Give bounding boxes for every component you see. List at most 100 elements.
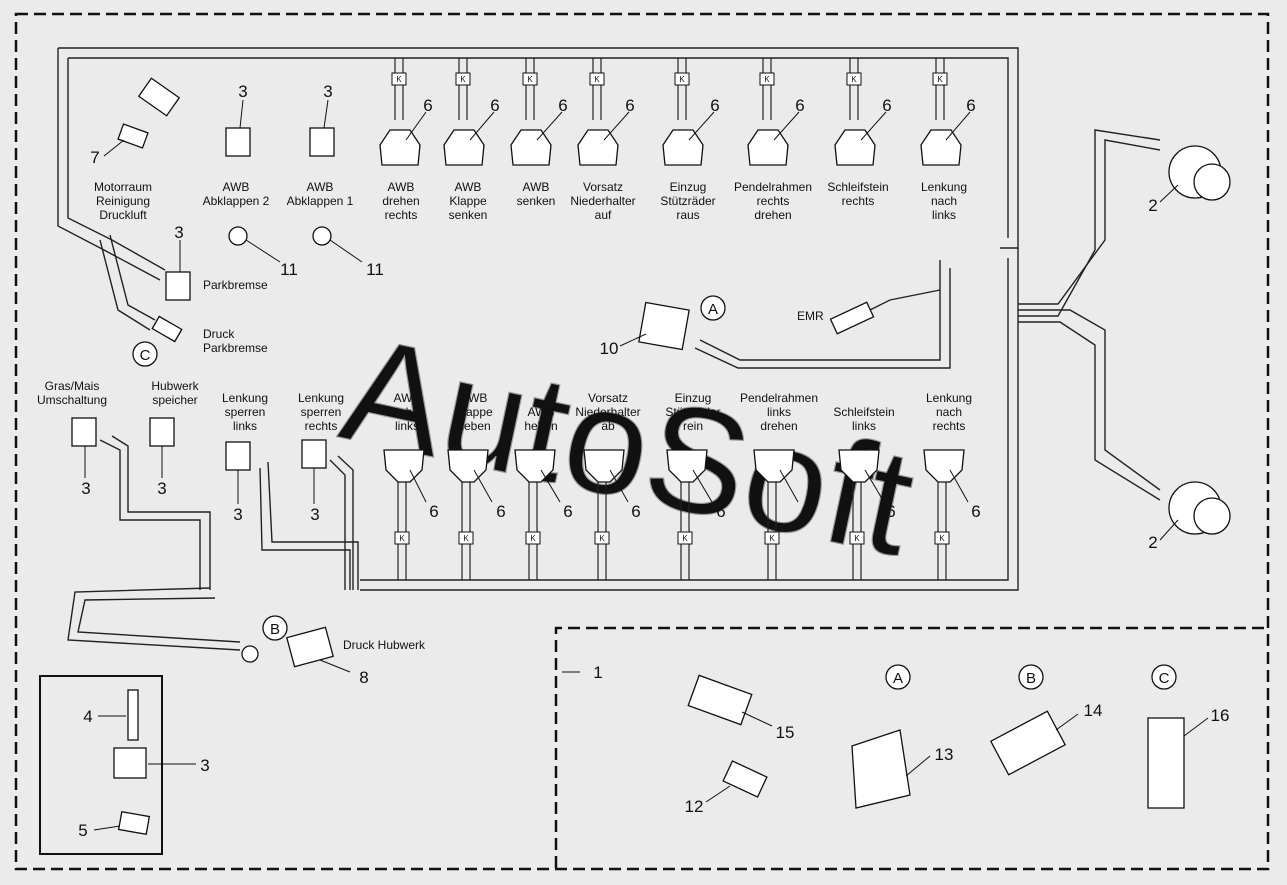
leader-lines (84, 99, 1209, 831)
label: Schleifstein (827, 180, 888, 194)
label: Gras/Mais (45, 379, 100, 393)
item-number: 3 (81, 479, 90, 498)
label: Hubwerk (151, 379, 199, 393)
label: Pendelrahmen (740, 391, 818, 405)
item-number: 6 (966, 96, 975, 115)
item-number: 6 (490, 96, 499, 115)
item-number: 3 (157, 479, 166, 498)
label: AWB (461, 391, 488, 405)
label: AWB (388, 180, 415, 194)
label: links (233, 419, 257, 433)
item-number: 2 (1148, 533, 1157, 552)
k-mark: K (599, 534, 605, 543)
label: links (395, 419, 419, 433)
item-number: 6 (882, 96, 891, 115)
k-mark: K (939, 534, 945, 543)
bottom-labels: Gras/Mais Umschaltung Hubwerk speicher L… (37, 379, 972, 433)
assembly-frame (14, 12, 1270, 871)
label: Stützräder (660, 194, 715, 208)
label: AWB (307, 180, 334, 194)
label: Vorsatz (583, 180, 623, 194)
label: heben (457, 419, 490, 433)
label: Einzug (670, 180, 707, 194)
label: EMR (797, 309, 824, 323)
item-number: 3 (310, 505, 319, 524)
letter-c: C (1159, 670, 1170, 687)
label: Einzug (675, 391, 712, 405)
item-number: 1 (593, 663, 602, 682)
k-mark: K (682, 534, 688, 543)
letter-b: B (270, 621, 280, 638)
k-mark: K (527, 75, 533, 84)
label: links (852, 419, 876, 433)
k-mark: K (679, 75, 685, 84)
label: Parkbremse (203, 278, 268, 292)
item-number: 6 (625, 96, 634, 115)
label: rechts (842, 194, 875, 208)
label: Stützräder (665, 405, 720, 419)
label: Schleifstein (833, 405, 894, 419)
letters: A B C A B C (140, 301, 1170, 687)
label: sperren (301, 405, 342, 419)
k-mark: K (851, 75, 857, 84)
mid-labels: Parkbremse Druck Parkbremse EMR Druck Hu… (203, 278, 824, 652)
label: Reinigung (96, 194, 150, 208)
k-mark: K (854, 534, 860, 543)
label: ab (601, 419, 615, 433)
label: Lenkung (926, 391, 972, 405)
k-markers-top: K K K K K K K K (391, 72, 948, 86)
label: rechts (933, 419, 966, 433)
item-number: 3 (174, 223, 183, 242)
item-number: 6 (496, 502, 505, 521)
item-number: 6 (716, 502, 725, 521)
item-number: 6 (801, 502, 810, 521)
letter-a: A (708, 301, 718, 318)
item-number: 12 (685, 797, 704, 816)
label: heben (524, 419, 557, 433)
label: rein (683, 419, 703, 433)
label: Lenkung (298, 391, 344, 405)
k-mark: K (396, 75, 402, 84)
label: Lenkung (222, 391, 268, 405)
item-number: 3 (233, 505, 242, 524)
item-number: 16 (1211, 706, 1230, 725)
label: raus (676, 208, 699, 222)
item-number: 6 (710, 96, 719, 115)
k-mark: K (530, 534, 536, 543)
item-number: 6 (563, 502, 572, 521)
k-markers-bottom: K K K K K K K K (394, 531, 950, 545)
label: rechts (385, 208, 418, 222)
k-mark: K (460, 75, 466, 84)
label: links (767, 405, 791, 419)
bottom-drops (397, 480, 947, 580)
label: drehen (388, 405, 425, 419)
label: nach (936, 405, 962, 419)
label: drehen (760, 419, 797, 433)
item-number: 11 (280, 260, 298, 279)
label: sperren (225, 405, 266, 419)
harness-backbone (57, 47, 1161, 651)
top-labels: Motorraum Reinigung Druckluft AWB Abklap… (94, 180, 967, 222)
item-number: 6 (429, 502, 438, 521)
letter-a: A (893, 670, 903, 687)
item-number: 14 (1084, 701, 1103, 720)
k-mark: K (399, 534, 405, 543)
item-number: 13 (935, 745, 954, 764)
label: Pendelrahmen (734, 180, 812, 194)
label: AWB (223, 180, 250, 194)
label: senken (517, 194, 556, 208)
k-mark: K (764, 75, 770, 84)
label: Parkbremse (203, 341, 268, 355)
label: Abklappen 1 (287, 194, 354, 208)
label: Druckluft (99, 208, 147, 222)
item-number: 11 (366, 260, 384, 279)
label: rechts (305, 419, 338, 433)
item-number: 4 (83, 707, 92, 726)
item-number: 3 (323, 82, 332, 101)
label: AWB (523, 180, 550, 194)
item-number: 7 (90, 148, 99, 167)
k-mark: K (594, 75, 600, 84)
label: links (932, 208, 956, 222)
label: Klappe (455, 405, 493, 419)
valve-connectors-top (379, 129, 962, 166)
